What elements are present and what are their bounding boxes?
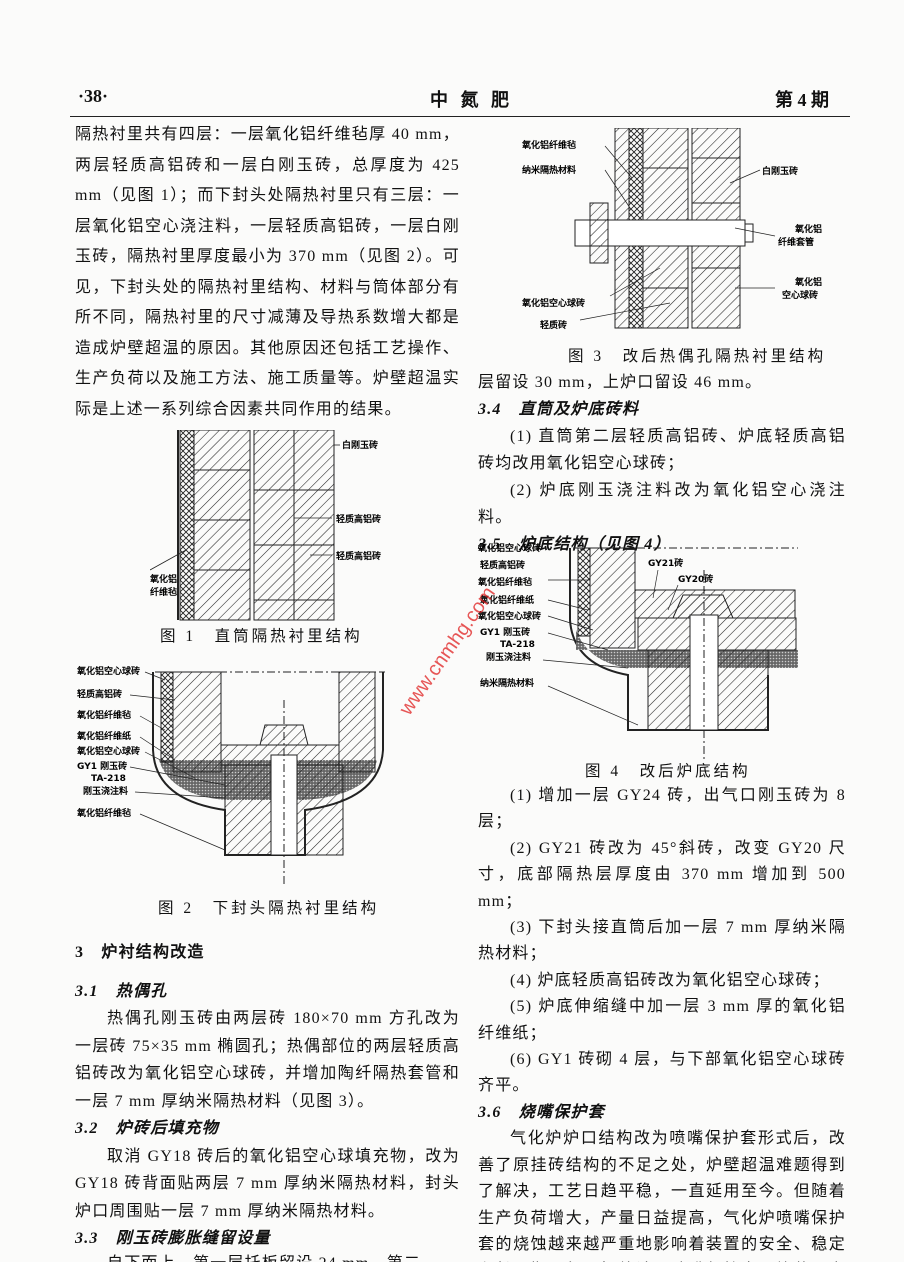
section-3-6-heading: 3.6 烧嘴保护套 (478, 1103, 605, 1121)
svg-text:氧化铝空心球砖: 氧化铝空心球砖 (76, 745, 140, 757)
section-3-2-text: 取消 GY18 砖后的氧化铝空心球填充物，改为 GY18 砖背面贴两层 7 mm… (75, 1147, 460, 1220)
journal-name: 中 氮 肥 (430, 90, 513, 110)
svg-text:GY1 刚玉砖: GY1 刚玉砖 (77, 760, 127, 772)
svg-text:氧化铝纤维毡: 氧化铝纤维毡 (76, 807, 131, 819)
svg-text:纳米隔热材料: 纳米隔热材料 (480, 677, 534, 689)
svg-text:刚玉浇注料: 刚玉浇注料 (83, 785, 128, 797)
svg-text:轻质高铝砖: 轻质高铝砖 (480, 559, 525, 571)
svg-text:GY1 刚玉砖: GY1 刚玉砖 (480, 626, 530, 638)
svg-text:纳米隔热材料: 纳米隔热材料 (522, 164, 576, 176)
svg-text:氧化铝纤维毡: 氧化铝纤维毡 (478, 576, 532, 588)
svg-text:氧化铝空心球砖: 氧化铝空心球砖 (478, 542, 541, 554)
svg-text:氧化铝: 氧化铝 (794, 276, 822, 288)
svg-text:氧化铝空心球砖: 氧化铝空心球砖 (478, 610, 541, 622)
svg-text:TA-218: TA-218 (500, 640, 535, 650)
right-sections-top: 层留设 30 mm，上炉口留设 46 mm。 3.4 直筒及炉底砖料 (1) 直… (478, 369, 846, 558)
section-3-heading: 3 炉衬结构改造 (75, 944, 205, 961)
svg-text:白刚玉砖: 白刚玉砖 (762, 165, 798, 177)
svg-text:GY21砖: GY21砖 (648, 557, 683, 569)
section-3-1-heading: 3.1 热偶孔 (75, 982, 168, 1000)
svg-text:TA-218: TA-218 (91, 774, 126, 784)
figure-4: 氧化铝空心球砖 轻质高铝砖 氧化铝纤维毡 氧化铝纤维纸 氧化铝空心球砖 GY1 … (478, 542, 798, 760)
figure-1-caption: 图 1 直筒隔热衬里结构 (160, 628, 363, 645)
section-3-3-heading: 3.3 刚玉砖膨胀缝留设量 (75, 1230, 271, 1247)
figure-3-caption: 图 3 改后热偶孔隔热衬里结构 (568, 348, 827, 365)
svg-text:氧化铝纤维纸: 氧化铝纤维纸 (479, 594, 534, 606)
svg-text:GY20砖: GY20砖 (678, 573, 713, 585)
svg-text:白刚玉砖: 白刚玉砖 (342, 439, 378, 451)
svg-text:氧化铝: 氧化铝 (150, 573, 177, 585)
svg-text:轻质高铝砖: 轻质高铝砖 (336, 550, 381, 562)
section-3-6-text: 气化炉炉口结构改为喷嘴保护套形式后，改善了原挂砖结构的不足之处，炉壁超温难题得到… (478, 1130, 846, 1253)
svg-text:氧化铝空心球砖: 氧化铝空心球砖 (76, 665, 140, 677)
figure-4-caption: 图 4 改后炉底结构 (585, 763, 751, 780)
svg-text:轻质高铝砖: 轻质高铝砖 (77, 688, 122, 700)
section-3-2-heading: 3.2 炉砖后填充物 (75, 1120, 220, 1137)
issue-number: 第 4 期 (775, 90, 829, 110)
figure-2-caption: 图 2 下封头隔热衬里结构 (158, 900, 380, 917)
svg-text:轻质高铝砖: 轻质高铝砖 (336, 513, 381, 525)
svg-text:纤维毡: 纤维毡 (150, 586, 177, 598)
right-sections-bottom: (1) 增加一层 GY24 砖，出气口刚玉砖为 8 层； (2) GY21 砖改… (478, 783, 846, 1262)
figure-3: 氧化铝纤维毡 纳米隔热材料 白刚玉砖 氧化铝 纤维套管 氧化铝 空心球砖 氧化铝… (521, 128, 822, 331)
svg-text:轻质砖: 轻质砖 (540, 319, 567, 331)
svg-text:氧化铝纤维毡: 氧化铝纤维毡 (76, 709, 131, 721)
intro-paragraph: 隔热衬里共有四层：一层氧化铝纤维毡厚 40 mm，两层轻质高铝砖和一层白刚玉砖，… (75, 126, 460, 418)
svg-text:空心球砖: 空心球砖 (782, 289, 818, 301)
section-3-3-text: 自下而上，第一层托板留设 24 mm，第二 (75, 1253, 460, 1262)
figure-2: 氧化铝空心球砖 轻质高铝砖 氧化铝纤维毡 氧化铝纤维纸 氧化铝空心球砖 GY1 … (76, 665, 385, 885)
header-rule (70, 116, 850, 117)
page-number: ·38· (78, 86, 109, 106)
svg-text:纤维套管: 纤维套管 (778, 236, 814, 248)
svg-text:氧化铝: 氧化铝 (794, 223, 822, 235)
svg-text:氧化铝纤维毡: 氧化铝纤维毡 (521, 139, 576, 151)
svg-text:刚玉浇注料: 刚玉浇注料 (486, 651, 531, 663)
svg-text:氧化铝纤维纸: 氧化铝纤维纸 (76, 730, 131, 742)
section-3-1-text: 热偶孔刚玉砖由两层砖 180×70 mm 方孔改为一层砖 75×35 mm 椭圆… (75, 1010, 460, 1110)
left-sections: 3 炉衬结构改造 3.1 热偶孔 热偶孔刚玉砖由两层砖 180×70 mm 方孔… (75, 939, 460, 1262)
section-3-4-heading: 3.4 直筒及炉底砖料 (478, 401, 640, 418)
figure-1: 白刚玉砖 轻质高铝砖 轻质高铝砖 氧化铝 纤维毡 (150, 430, 381, 621)
svg-text:氧化铝空心球砖: 氧化铝空心球砖 (521, 297, 585, 309)
